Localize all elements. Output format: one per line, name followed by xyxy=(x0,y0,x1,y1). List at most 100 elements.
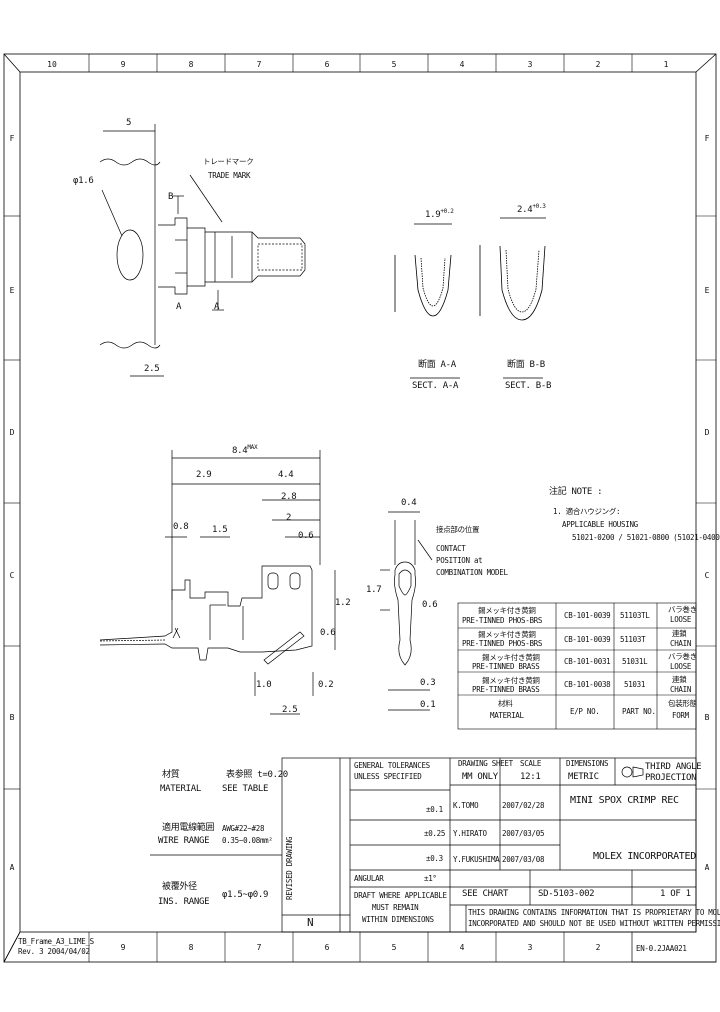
spec-wire-jp: 適用電線範囲 xyxy=(162,823,215,833)
spec-mat-val-jp: 表参照 t=0.20 xyxy=(226,770,288,780)
dim-d5: 0.8 xyxy=(173,522,189,532)
mat-row-1-desc: PRE-TINNED PHOS-BRS xyxy=(462,616,543,625)
mat-head: MATERIAL xyxy=(490,711,524,720)
see-chart: SEE CHART xyxy=(462,889,509,899)
dim-v2: 0.6 xyxy=(320,628,336,638)
sect-a-label-jp: 断面 A-A xyxy=(418,360,456,370)
mat-head-jp: 材料 xyxy=(498,699,513,708)
zone-rrow-f: F xyxy=(704,134,710,143)
dim-d6: 1.5 xyxy=(212,525,228,535)
draft-1: DRAFT WHERE APPLICABLE xyxy=(354,891,447,900)
spec-ins: INS. RANGE xyxy=(158,897,210,907)
mat-head-pkg: FORM xyxy=(672,711,689,720)
spec-mat-val: SEE TABLE xyxy=(222,784,269,794)
end-dim-side: 1.7 xyxy=(366,585,382,595)
dim-v4: 0.2 xyxy=(318,680,334,690)
draft-3: WITHIN DIMENSIONS xyxy=(362,915,434,924)
end-dim-b2: 0.1 xyxy=(420,700,436,710)
checked-by: Y.HIRATO xyxy=(453,829,487,838)
zone-row-a: A xyxy=(9,863,15,872)
drawing-title: MINI SPOX CRIMP REC xyxy=(570,795,679,806)
tol-2: ±0.25 xyxy=(424,829,446,838)
mat-head-part: PART NO. xyxy=(622,707,656,716)
end-dim-b1: 0.3 xyxy=(420,678,436,688)
zone-rrow-d: D xyxy=(704,428,710,437)
mat-head-pkg-jp: 包装形態 xyxy=(668,699,697,708)
notice-1: THIS DRAWING CONTAINS INFORMATION THAT I… xyxy=(468,908,720,917)
revision-letter: N xyxy=(307,916,314,929)
zone-row-d: D xyxy=(9,428,15,437)
drawing-sheet: DRAWING SHEET xyxy=(458,759,513,768)
notes-title: 注記 NOTE : xyxy=(549,487,603,497)
mat-row-4-part: 51031 xyxy=(624,680,646,689)
mat-row-2-pkg: CHAIN xyxy=(670,639,692,648)
zone-bcol-9: 9 xyxy=(120,943,126,952)
notes-line-2: APPLICABLE HOUSING xyxy=(562,520,638,529)
contact-jp: 接点部の位置 xyxy=(436,525,480,534)
zone-col-5: 5 xyxy=(391,60,397,69)
zone-bcol-8: 8 xyxy=(188,943,194,952)
mat-row-4-pkg: CHAIN xyxy=(670,685,692,694)
dim-d3: 2.8 xyxy=(281,492,297,502)
sect-b-label-jp: 断面 B-B xyxy=(507,360,545,370)
revision-text: REVISED DRAWING xyxy=(285,836,294,900)
zone-rrow-a: A xyxy=(704,863,710,872)
zone-rrow-c: C xyxy=(704,571,710,580)
mat-row-3-desc: PRE-TINNED BRASS xyxy=(472,662,540,671)
zone-rrow-e: E xyxy=(704,286,710,295)
mat-row-4-desc: PRE-TINNED BRASS xyxy=(472,685,540,694)
company-name: MOLEX INCORPORATED xyxy=(593,851,696,862)
sheet-number: 1 OF 1 xyxy=(660,889,691,899)
zone-col-7: 7 xyxy=(256,60,262,69)
mat-row-1-ep: CB-101-0039 xyxy=(564,611,611,620)
mat-row-1-part: 51103TL xyxy=(620,611,650,620)
mm-only: MM ONLY xyxy=(462,772,498,782)
mat-row-4-jp: 錫メッキ付き黄銅 xyxy=(482,676,540,685)
tol-3: ±0.3 xyxy=(426,854,443,863)
angular: ANGULAR xyxy=(354,874,384,883)
zone-bcol-7: 7 xyxy=(256,943,262,952)
zone-row-b: B xyxy=(9,713,15,722)
approved-by: Y.FUKUSHIMA xyxy=(453,855,500,864)
sect-b-label: SECT. B-B xyxy=(505,381,552,391)
dim-v1: 1.2 xyxy=(335,598,351,608)
mat-row-1-jp: 錫メッキ付き黄銅 xyxy=(478,606,536,615)
zone-bcol-6: 6 xyxy=(324,943,330,952)
trade-mark: TRADE MARK xyxy=(208,171,251,180)
notes-line-1: 1. 適合ハウジング: xyxy=(553,507,621,516)
zone-bcol-4: 4 xyxy=(459,943,465,952)
dim-overall: 8.4MAX xyxy=(232,444,258,456)
section-mark-b: B xyxy=(168,192,174,202)
contact-2: POSITION at xyxy=(436,556,483,565)
zone-col-6: 6 xyxy=(324,60,330,69)
mat-row-3-part: 51031L xyxy=(622,657,648,666)
dim-d1: 2.9 xyxy=(196,470,212,480)
spec-wire-val-1: AWG#22~#28 xyxy=(222,824,265,833)
end-dim-top: 0.4 xyxy=(401,498,417,508)
form-number: EN-0.2JAA021 xyxy=(636,944,687,953)
projection-2: PROJECTION xyxy=(645,773,697,783)
dim-v3: 1.0 xyxy=(256,680,272,690)
notes-line-3: 51021-0200 / 51021-0800 (51021-0400) xyxy=(572,533,720,542)
approved-date: 2007/03/08 xyxy=(502,855,545,864)
zone-col-10: 10 xyxy=(47,60,57,69)
zone-row-c: C xyxy=(9,571,15,580)
section-mark-a: A xyxy=(214,302,220,312)
tol-sub: UNLESS SPECIFIED xyxy=(354,772,422,781)
footer-revision: Rev. 3 2004/04/02 xyxy=(18,947,90,956)
revision-column: REVISED DRAWING xyxy=(282,760,340,914)
mat-row-2-part: 51103T xyxy=(620,635,646,644)
zone-col-9: 9 xyxy=(120,60,126,69)
checked-date: 2007/03/05 xyxy=(502,829,545,838)
dim-d4: 2 xyxy=(286,513,292,523)
dia-label: φ1.6 xyxy=(73,176,94,186)
tol-1: ±0.1 xyxy=(426,805,443,814)
dim-d2: 4.4 xyxy=(278,470,294,480)
dims-label: DIMENSIONS xyxy=(566,759,609,768)
sect-a-label: SECT. A-A xyxy=(412,381,459,391)
spec-mat-jp: 材質 xyxy=(162,770,180,780)
end-dim-v: 0.6 xyxy=(422,600,438,610)
zone-row-f: F xyxy=(9,134,15,143)
projection-1: THIRD ANGLE xyxy=(645,762,702,772)
